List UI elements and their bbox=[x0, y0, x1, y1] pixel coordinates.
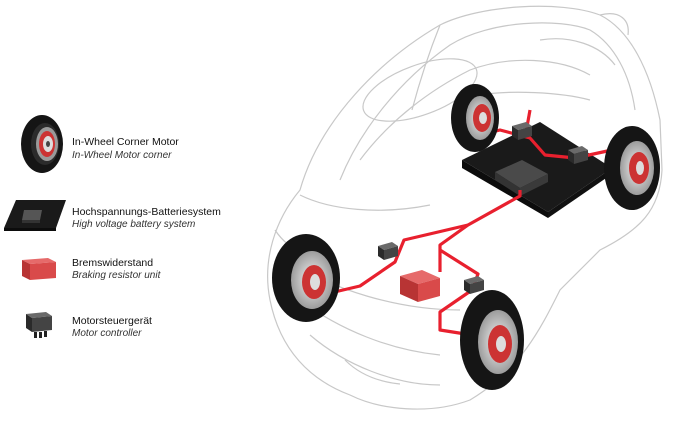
motor-controller bbox=[378, 242, 398, 260]
legend-title: In-Wheel Corner Motor bbox=[72, 136, 179, 148]
legend-subtitle: In-Wheel Motor corner bbox=[72, 150, 172, 161]
legend-subtitle: Braking resistor unit bbox=[72, 270, 161, 281]
motor-controller-icon bbox=[26, 312, 52, 338]
legend-title: Motorsteuergerät bbox=[72, 315, 152, 327]
legend-title: Bremswiderstand bbox=[72, 257, 154, 269]
front-right-wheel bbox=[460, 290, 524, 390]
battery-pack-icon bbox=[4, 200, 66, 231]
legend-item-battery: Hochspannungs-Batteriesystem High voltag… bbox=[0, 192, 260, 252]
motor-controller bbox=[512, 122, 532, 140]
rear-left-wheel bbox=[451, 84, 499, 152]
front-left-wheel bbox=[272, 234, 340, 322]
legend-title: Hochspannungs-Batteriesystem bbox=[72, 206, 221, 218]
motor-controller bbox=[568, 146, 588, 164]
motor-controller bbox=[464, 276, 484, 294]
legend-item-braking-resistor: Bremswiderstand Braking resistor unit bbox=[0, 250, 260, 310]
legend-subtitle: High voltage battery system bbox=[72, 219, 196, 230]
legend-item-motor-controller: Motorsteuergerät Motor controller bbox=[0, 306, 260, 366]
legend-item-in-wheel-motor: In-Wheel Corner Motor In-Wheel Motor cor… bbox=[0, 112, 260, 173]
braking-resistor bbox=[400, 270, 440, 302]
in-wheel-motor-icon bbox=[21, 115, 63, 173]
rear-right-wheel bbox=[604, 126, 660, 210]
braking-resistor-icon bbox=[22, 258, 56, 280]
battery-pack bbox=[462, 122, 612, 218]
legend-subtitle: Motor controller bbox=[72, 328, 142, 339]
